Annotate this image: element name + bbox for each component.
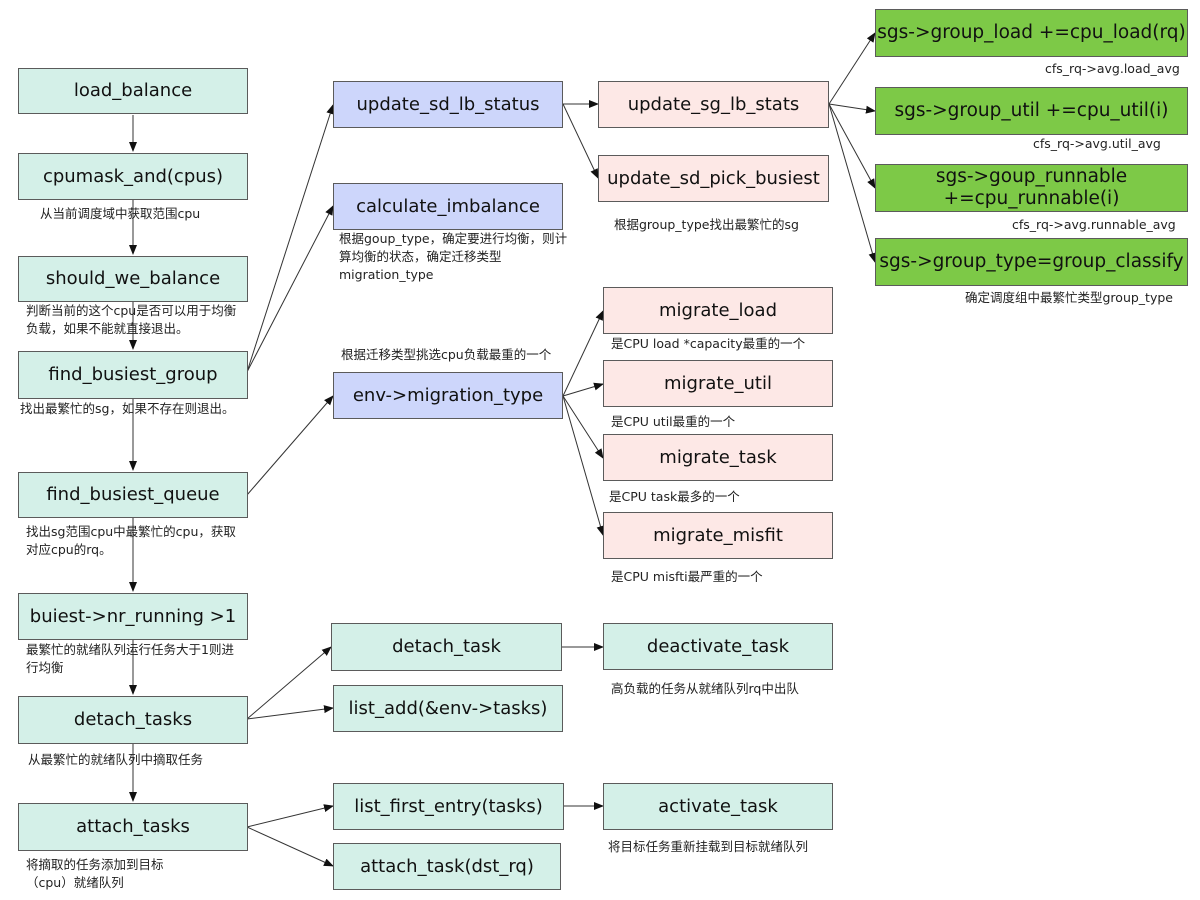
note-should-we-balance: 判断当前的这个cpu是否可以用于均衡负载，如果不能就直接退出。 (26, 303, 237, 337)
node-group-util: sgs->group_util +=cpu_util(i) (875, 87, 1188, 135)
edge-migration-util (562, 382, 604, 397)
node-should-we-balance: should_we_balance (18, 256, 248, 302)
edge-find_group-calc_imb (246, 205, 334, 373)
note-find-busiest-queue: 找出sg范围cpu中最繁忙的cpu，获取对应cpu的rq。 (26, 524, 236, 558)
node-update-sg-lb-stats: update_sg_lb_stats (598, 81, 829, 128)
node-migrate-util: migrate_util (603, 360, 833, 407)
node-nr-running: buiest->nr_running >1 (18, 593, 248, 640)
note-attach-tasks: 将摘取的任务添加到目标（cpu）就绪队列 (26, 857, 164, 891)
node-find-busiest-group: find_busiest_group (18, 351, 248, 399)
edge-migration-task (562, 395, 604, 459)
note-migrate-task: 是CPU task最多的一个 (609, 489, 740, 504)
node-deactivate-task: deactivate_task (603, 623, 833, 670)
node-update-sd-pick-busiest: update_sd_pick_busiest (598, 155, 829, 202)
edge-update_sg-group_util (828, 103, 876, 114)
edge-attach-attach_task (246, 826, 334, 867)
edge-update_sg-group_type (828, 103, 877, 263)
node-migrate-task: migrate_task (603, 434, 833, 481)
note-find-busiest-group: 找出最繁忙的sg，如果不存在则退出。 (20, 401, 235, 416)
note-group-runnable: cfs_rq->avg.runnable_avg (1012, 217, 1176, 232)
note-migrate-util: 是CPU util最重的一个 (611, 414, 736, 429)
note-calculate-imbalance: 根据goup_type，确定要进行均衡，则计算均衡的状态，确定迁移类型migra… (339, 231, 568, 283)
edge-update_sg-group_load (828, 32, 876, 105)
note-migration-type: 根据迁移类型挑选cpu负载最重的一个 (341, 347, 552, 362)
node-group-runnable-line1: sgs->goup_runnable (935, 165, 1128, 187)
note-group-type: 确定调度组中最繁忙类型group_type (965, 290, 1173, 305)
node-group-load: sgs->group_load +=cpu_load(rq) (875, 9, 1188, 57)
node-group-runnable-line2: +=cpu_runnable(i) (943, 188, 1120, 209)
node-calculate-imbalance: calculate_imbalance (333, 183, 563, 230)
edge-update_sd-pick_busiest (562, 103, 599, 179)
node-group-type: sgs->group_type=group_classify (875, 238, 1188, 286)
edge-detach-list_add (246, 705, 334, 720)
node-migrate-load: migrate_load (603, 287, 833, 334)
edge-attach-list_first (246, 804, 334, 828)
node-cpumask-and: cpumask_and(cpus) (18, 153, 248, 200)
edge-migration-misfit (562, 395, 605, 536)
node-detach-task: detach_task (331, 623, 562, 671)
node-find-busiest-queue: find_busiest_queue (18, 472, 248, 518)
note-detach-tasks: 从最繁忙的就绪队列中摘取任务 (28, 752, 204, 767)
note-deactivate-task: 高负载的任务从就绪队列rq中出队 (611, 681, 799, 696)
edge-update_sg-group_runnable (828, 103, 876, 189)
node-update-sd-lb-status: update_sd_lb_status (333, 81, 563, 128)
edge-find_group-update_sd (246, 104, 335, 373)
node-attach-tasks: attach_tasks (18, 803, 248, 851)
node-activate-task: activate_task (603, 783, 833, 830)
node-attach-task: attach_task(dst_rq) (333, 843, 561, 890)
edge-migration-load (562, 310, 604, 397)
note-cpumask-and: 从当前调度域中获取范围cpu (40, 206, 201, 221)
note-group-load: cfs_rq->avg.load_avg (1045, 61, 1180, 76)
edge-find_queue-migration (246, 395, 334, 496)
edge-detach-detach_task (246, 646, 332, 720)
note-nr-running: 最繁忙的就绪队列运行任务大于1则进行均衡 (26, 642, 234, 676)
node-detach-tasks: detach_tasks (18, 696, 248, 744)
node-group-runnable: sgs->goup_runnable +=cpu_runnable(i) (875, 164, 1188, 212)
note-migrate-misfit: 是CPU misfti最严重的一个 (611, 569, 763, 584)
note-update-sd-pick-busiest: 根据group_type找出最繁忙的sg (614, 217, 799, 232)
node-list-add: list_add(&env->tasks) (333, 685, 563, 732)
node-migration-type: env->migration_type (333, 372, 563, 419)
node-list-first-entry: list_first_entry(tasks) (333, 783, 564, 830)
node-load-balance: load_balance (18, 68, 248, 114)
note-migrate-load: 是CPU load *capacity最重的一个 (611, 336, 806, 351)
note-group-util: cfs_rq->avg.util_avg (1033, 136, 1161, 151)
note-activate-task: 将目标任务重新挂载到目标就绪队列 (608, 839, 809, 854)
node-migrate-misfit: migrate_misfit (603, 512, 833, 559)
